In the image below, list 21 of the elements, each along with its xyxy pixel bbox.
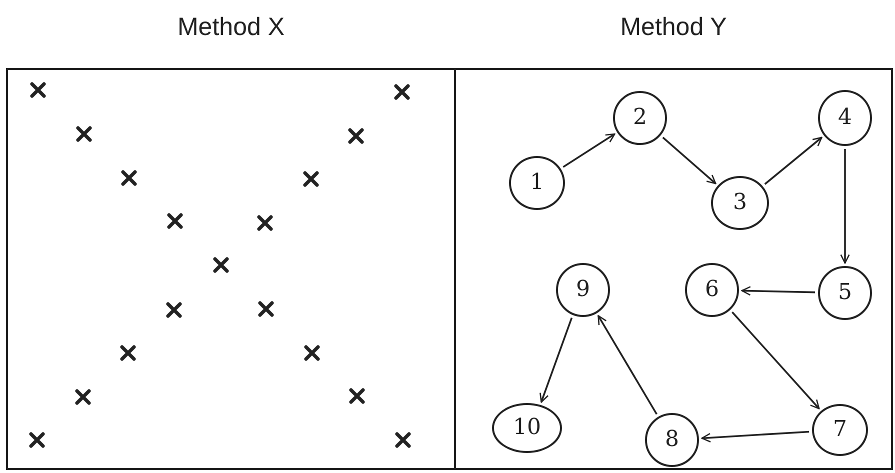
numbered-circle: 5 — [818, 266, 872, 320]
numbered-circle: 8 — [645, 413, 699, 467]
arrow — [840, 149, 850, 264]
arrow — [741, 286, 816, 296]
numbered-circle: 7 — [812, 404, 868, 456]
numbered-circle: 3 — [711, 176, 769, 230]
arrow — [701, 430, 810, 443]
arrow — [662, 136, 716, 184]
arrow — [598, 315, 658, 415]
numbered-circle: 2 — [613, 91, 667, 145]
arrow — [562, 133, 616, 168]
numbered-circle: 1 — [509, 156, 565, 210]
arrow — [540, 318, 573, 403]
numbered-circle: 6 — [685, 263, 739, 317]
numbered-circle: 9 — [556, 263, 610, 317]
panel-title: Method X — [176, 12, 286, 42]
arrow — [764, 136, 822, 185]
numbered-circle: 4 — [818, 90, 872, 146]
arrow — [732, 312, 820, 410]
panel-title: Method Y — [619, 12, 728, 42]
numbered-circle: 10 — [492, 403, 562, 453]
